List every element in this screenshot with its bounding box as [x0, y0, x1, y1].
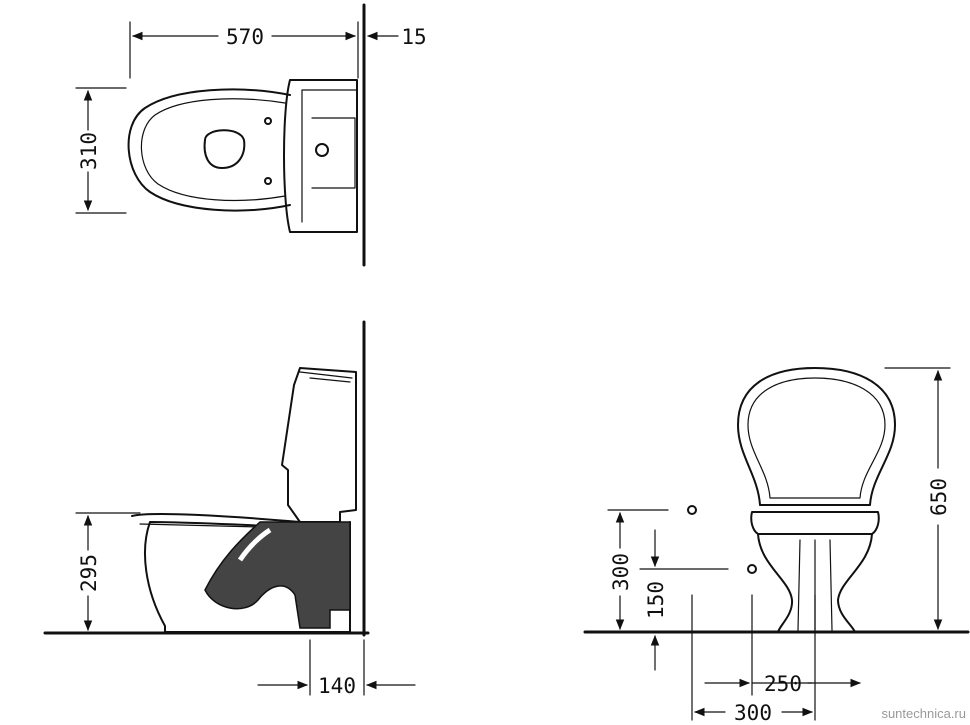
tank-lid-side: [299, 371, 353, 383]
inlet-mark-upper: [687, 505, 697, 515]
tank-lid-top: [311, 117, 356, 189]
dim-label-295: 295: [77, 554, 101, 592]
trap-section-side: [204, 521, 351, 629]
front-view: 650 300 150 250 300: [583, 367, 970, 725]
bolt-hole-upper: [264, 117, 272, 125]
dim-label-250: 250: [764, 672, 802, 696]
bolt-hole-lower: [264, 177, 272, 185]
dim-label-570: 570: [226, 25, 264, 49]
bowl-inner-top: [140, 98, 286, 202]
dim-label-650: 650: [927, 478, 951, 516]
watermark: suntechnica.ru: [881, 706, 966, 721]
trap-highlight: [237, 527, 272, 562]
bowl-outline-side: [131, 512, 351, 633]
lid-outline-front: [737, 367, 896, 506]
bowl-outline-top: [127, 88, 291, 212]
dim-label-150-vertical: 150: [644, 581, 668, 619]
dim-label-310: 310: [77, 132, 101, 170]
pedestal-front: [757, 533, 873, 633]
inlet-mark-lower: [747, 564, 757, 574]
bowl-opening-top: [203, 129, 246, 169]
tank-outline-top: [283, 79, 358, 233]
flush-button-top: [315, 143, 329, 157]
rim-front: [750, 511, 880, 535]
side-view: 295 140: [43, 320, 416, 698]
dim-label-300-vertical: 300: [609, 553, 633, 591]
tank-outline-side: [281, 367, 357, 523]
tank-detail-top: [301, 89, 358, 223]
dim-label-300-horizontal: 300: [734, 701, 772, 725]
top-view: 570 15 310: [75, 3, 427, 267]
dim-label-15: 15: [401, 25, 426, 49]
dim-label-140: 140: [318, 674, 356, 698]
lid-inner-front: [747, 377, 886, 499]
